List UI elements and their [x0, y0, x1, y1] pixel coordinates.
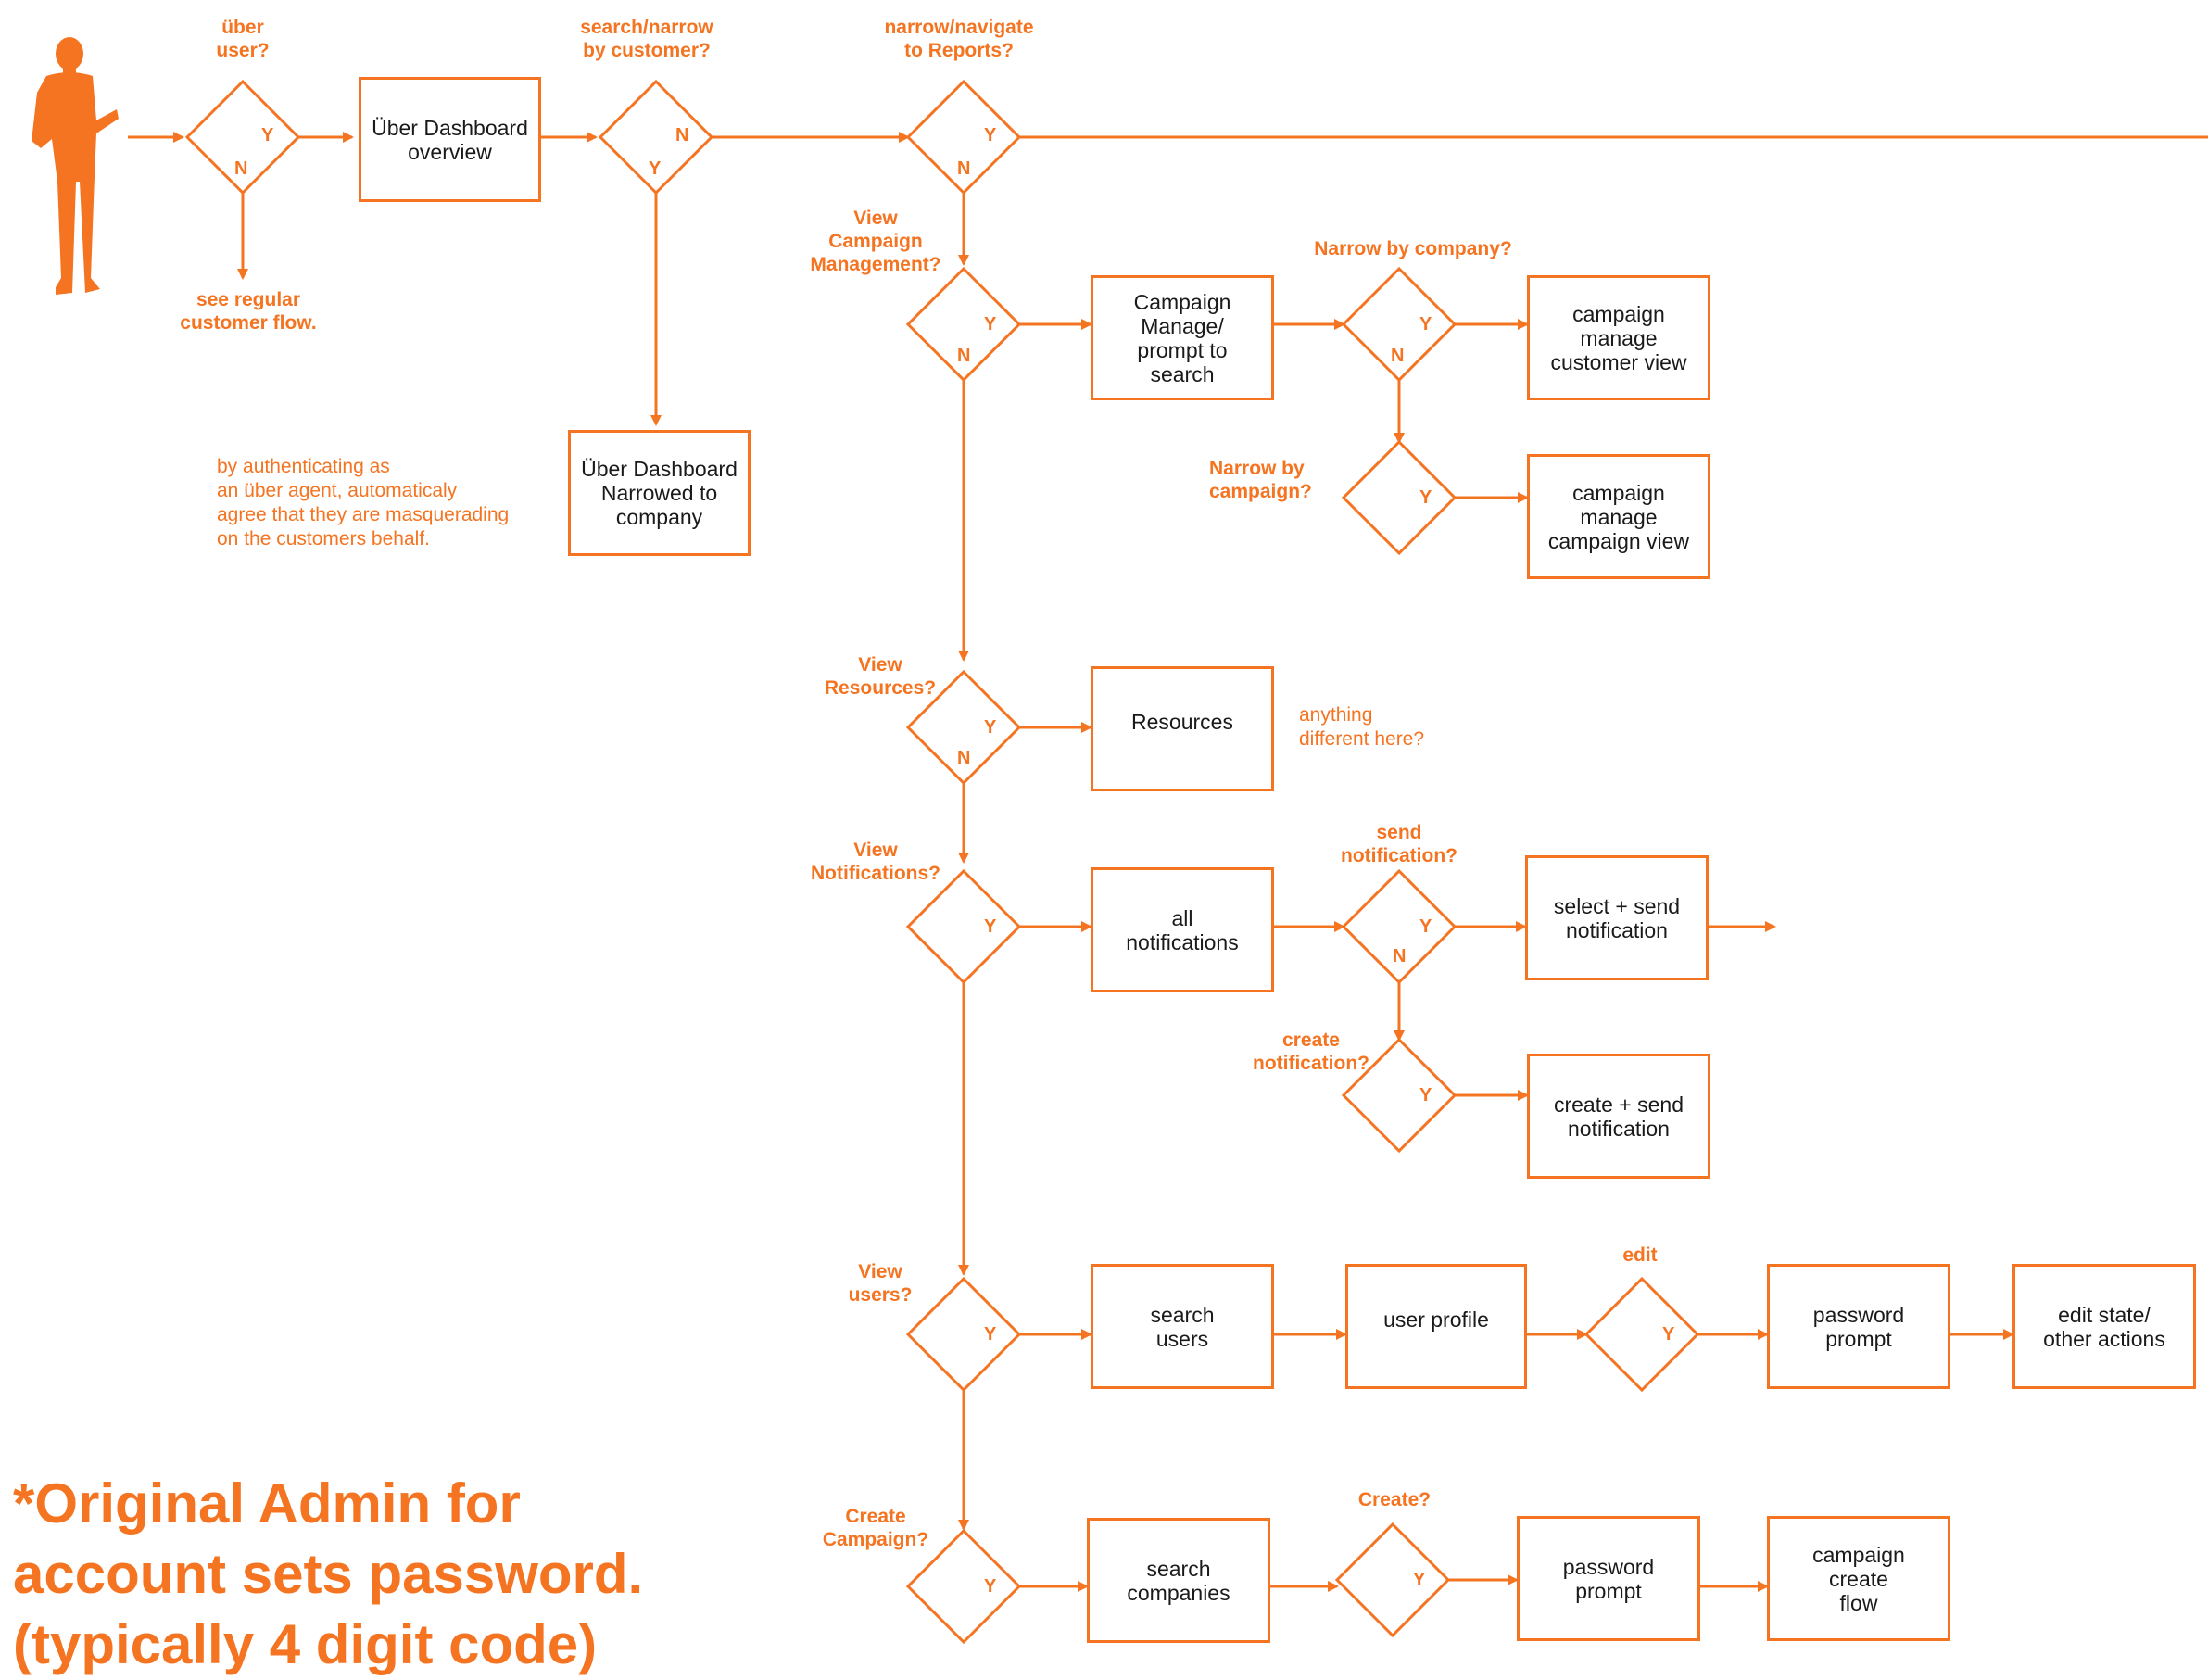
decision-view-notifications[interactable] [905, 868, 1022, 985]
box-create-send-notification[interactable]: create + send notification [1527, 1054, 1710, 1179]
yes-label: Y [984, 1576, 997, 1597]
box-search-companies[interactable]: search companies [1087, 1518, 1270, 1643]
yes-label: Y [261, 125, 274, 145]
yes-label: Y [1419, 916, 1432, 937]
yes-label: Y [984, 916, 997, 937]
question-create-campaign: Create Campaign? [822, 1506, 929, 1550]
yes-label: Y [984, 1324, 997, 1345]
decision-create-campaign[interactable] [905, 1528, 1022, 1645]
decision-view-campaign-management[interactable] [905, 266, 1022, 383]
yes-label: Y [984, 314, 997, 335]
decision-search-narrow[interactable] [598, 79, 714, 196]
question-create-notification: create notification? [1253, 1029, 1369, 1074]
decision-uber-user[interactable] [184, 79, 301, 196]
decision-send-notification[interactable] [1341, 868, 1457, 985]
box-resources[interactable]: Resources [1091, 666, 1274, 791]
box-campaign-campaign-view[interactable]: campaign manage campaign view [1527, 454, 1710, 579]
decision-view-users[interactable] [905, 1276, 1022, 1393]
question-view-campaign-management: View Campaign Management? [810, 208, 941, 275]
question-view-notifications: View Notifications? [811, 840, 940, 884]
box-campaign-manage-prompt[interactable]: Campaign Manage/ prompt to search [1091, 275, 1274, 400]
question-narrow-campaign: Narrow by campaign? [1209, 458, 1312, 502]
note-anything-different: anything different here? [1299, 704, 1425, 750]
no-label: N [234, 158, 248, 179]
box-password-prompt-users[interactable]: password prompt [1767, 1264, 1950, 1389]
question-send-notification: send notification? [1341, 822, 1457, 866]
box-select-send-notification[interactable]: select + send notification [1525, 855, 1709, 980]
yes-label: Y [1419, 487, 1432, 508]
box-uber-dashboard-overview[interactable]: Über Dashboard overview [359, 77, 541, 202]
no-label: N [957, 346, 971, 366]
question-create: Create? [1357, 1489, 1432, 1510]
decision-edit[interactable] [1583, 1276, 1700, 1393]
box-uber-dashboard-narrowed[interactable]: Über Dashboard Narrowed to company [568, 430, 751, 556]
decision-create-notification[interactable] [1341, 1037, 1457, 1154]
question-narrow-company: Narrow by company? [1314, 238, 1512, 259]
box-password-prompt-campaign[interactable]: password prompt [1517, 1516, 1700, 1641]
no-label: N [957, 158, 971, 179]
decision-narrow-company[interactable] [1341, 266, 1457, 383]
no-label: N [1391, 346, 1405, 366]
box-user-profile[interactable]: user profile [1345, 1264, 1527, 1389]
question-uber-user: über user? [216, 17, 270, 61]
note-authenticating: by authenticating as an über agent, auto… [217, 456, 510, 549]
decision-narrow-navigate[interactable] [905, 79, 1022, 196]
decision-view-resources[interactable] [905, 669, 1022, 786]
note-original-admin: *Original Admin for account sets passwor… [13, 1472, 644, 1675]
yes-label: Y [1662, 1324, 1675, 1345]
yes-label: Y [1419, 314, 1432, 335]
yes-label: Y [649, 158, 662, 179]
question-narrow-navigate: narrow/navigate to Reports? [884, 17, 1034, 61]
question-view-resources: View Resources? [824, 654, 937, 699]
box-campaign-customer-view[interactable]: campaign manage customer view [1527, 275, 1710, 400]
decision-create[interactable] [1334, 1522, 1451, 1638]
box-all-notifications[interactable]: all notifications [1091, 867, 1274, 992]
box-campaign-create-flow[interactable]: campaign create flow [1767, 1516, 1950, 1641]
note-see-regular-flow: see regular customer flow. [180, 289, 317, 334]
no-label: N [957, 748, 971, 768]
yes-label: Y [984, 125, 997, 145]
question-search-narrow: search/narrow by customer? [580, 17, 713, 61]
yes-label: Y [1419, 1085, 1432, 1105]
no-label: N [675, 125, 689, 145]
box-edit-state[interactable]: edit state/ other actions [2012, 1264, 2196, 1389]
yes-label: Y [984, 717, 997, 738]
no-label: N [1393, 946, 1407, 966]
question-edit: edit [1622, 1244, 1658, 1266]
decision-narrow-campaign[interactable] [1341, 439, 1457, 556]
yes-label: Y [1413, 1570, 1426, 1590]
box-search-users[interactable]: search users [1091, 1264, 1274, 1389]
question-view-users: View users? [848, 1261, 913, 1306]
